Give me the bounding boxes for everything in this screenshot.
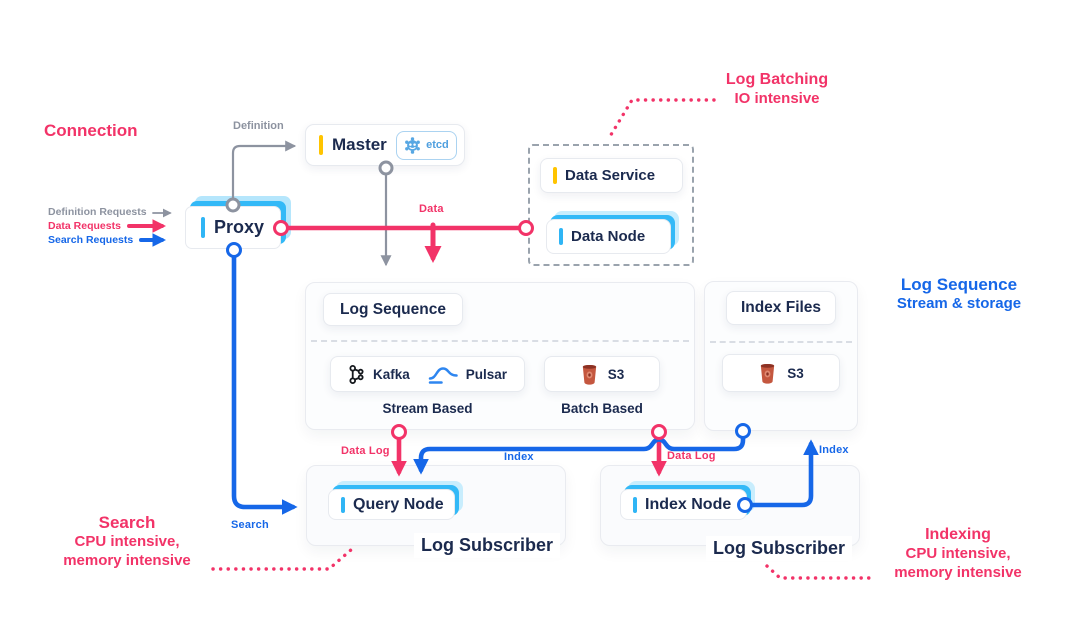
data-service-node: Data Service xyxy=(540,158,683,193)
annotation-title: Log Sequence xyxy=(900,275,1018,294)
query-node-label: Query Node xyxy=(353,495,444,513)
pulsar-icon xyxy=(428,364,458,385)
data-log-edge-label: Data Log xyxy=(667,450,716,462)
annotation-line: CPU intensive, xyxy=(74,533,180,551)
index-storage-box: S3 xyxy=(722,354,840,392)
s3-label: S3 xyxy=(607,366,625,382)
data-node: Data Node xyxy=(546,219,671,254)
index-edge-label: Index xyxy=(504,451,534,463)
log-sequence-title-box: Log Sequence xyxy=(323,293,463,326)
annotation-line: IO intensive xyxy=(734,90,820,107)
search-requests-label: Search Requests xyxy=(48,234,134,246)
log-subscriber-label: Log Subscriber xyxy=(414,533,561,558)
definition-requests-label: Definition Requests xyxy=(48,206,147,218)
data-log-edge-label: Data Log xyxy=(341,445,390,457)
accent-bar xyxy=(559,228,563,245)
stream-engines-box: Kafka Pulsar xyxy=(330,356,525,392)
annotation-title: Log Batching xyxy=(725,71,829,88)
search-annotation: Search CPU intensive, memory intensive xyxy=(38,512,216,571)
stream-based-caption: Stream Based xyxy=(382,401,473,416)
etcd-label: etcd xyxy=(426,139,449,151)
data-node-label: Data Node xyxy=(571,228,646,245)
proxy-label: Proxy xyxy=(214,217,265,237)
kafka-label: Kafka xyxy=(372,366,410,382)
etcd-badge: etcd xyxy=(395,130,457,160)
indexing-annotation: Indexing CPU intensive, memory intensive xyxy=(866,525,1050,583)
accent-bar xyxy=(553,167,557,184)
annotation-line: Stream & storage xyxy=(896,295,1022,313)
accent-bar xyxy=(201,217,205,238)
accent-bar xyxy=(633,496,637,513)
search-edge-label: Search xyxy=(231,519,269,531)
index-files-title-box: Index Files xyxy=(726,291,836,325)
divider xyxy=(311,340,689,342)
index-node-label: Index Node xyxy=(645,495,732,513)
divider xyxy=(710,341,852,343)
accent-bar xyxy=(341,496,345,513)
annotation-title: Search xyxy=(98,513,156,532)
connection-heading: Connection xyxy=(44,121,138,140)
log-sequence-annotation: Log Sequence Stream & storage xyxy=(858,274,1060,314)
annotation-line: CPU intensive, xyxy=(905,545,1011,562)
s3-icon xyxy=(580,363,599,386)
data-service-label: Data Service xyxy=(565,167,656,184)
batch-based-caption: Batch Based xyxy=(561,401,643,416)
query-node: Query Node xyxy=(328,489,455,520)
data-edge-label: Data xyxy=(419,203,444,215)
log-subscriber-label: Log Subscriber xyxy=(706,536,853,561)
log-batching-group xyxy=(528,144,694,266)
pulsar-label: Pulsar xyxy=(465,366,508,382)
s3-icon xyxy=(758,362,777,385)
definition-edge-label: Definition xyxy=(233,120,284,132)
data-requests-label: Data Requests xyxy=(48,220,121,232)
annotation-title: Indexing xyxy=(925,526,991,543)
log-sequence-title: Log Sequence xyxy=(340,300,446,318)
log-batching-annotation: Log Batching IO intensive xyxy=(695,70,859,109)
proxy-node: Proxy xyxy=(185,206,281,249)
batch-engine-box: S3 xyxy=(544,356,660,392)
master-node: Master etcd xyxy=(305,124,465,166)
kafka-icon xyxy=(348,364,365,385)
index-edge-label: Index xyxy=(819,444,849,456)
index-node: Index Node xyxy=(620,489,747,520)
master-label: Master xyxy=(332,135,387,154)
s3-label: S3 xyxy=(787,365,804,381)
accent-bar xyxy=(319,135,323,155)
etcd-gear-icon xyxy=(404,136,421,154)
annotation-line: memory intensive xyxy=(63,552,191,569)
annotation-line: memory intensive xyxy=(894,563,1022,581)
index-files-title: Index Files xyxy=(740,299,822,316)
